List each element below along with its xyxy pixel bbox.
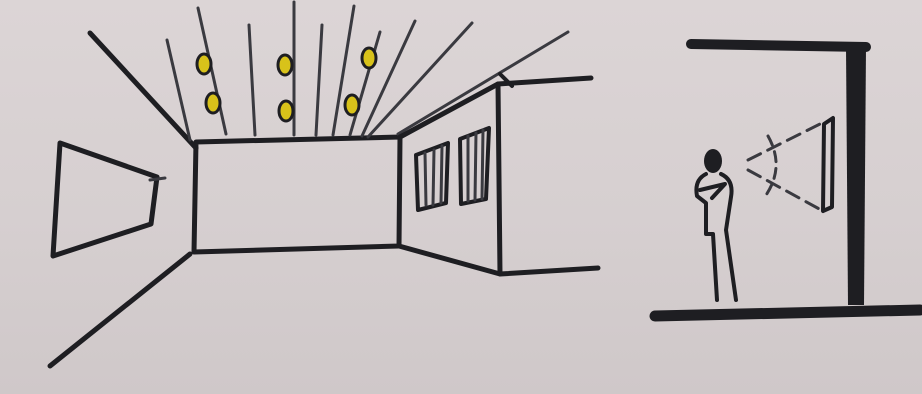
room-perspective — [50, 2, 598, 366]
sightline-bottom — [748, 170, 823, 211]
light-2 — [206, 93, 220, 113]
ceiling-lights — [197, 48, 376, 121]
person-arms — [700, 184, 725, 198]
left-wall-panel-tick — [150, 178, 165, 180]
ceiling-slab — [691, 44, 866, 47]
right-wall-top — [400, 78, 591, 137]
person-head — [704, 149, 722, 173]
left-wall-panel — [53, 143, 157, 256]
section-wall — [846, 47, 866, 305]
floor-slab — [655, 310, 920, 316]
section-view — [655, 44, 920, 316]
person-body-left — [696, 174, 717, 300]
light-1 — [197, 54, 211, 74]
back-wall — [194, 137, 400, 252]
person-figure — [696, 149, 736, 300]
window-2 — [460, 128, 489, 204]
light-4 — [279, 101, 293, 121]
floor-left-edge — [50, 254, 190, 366]
person-body-right — [721, 174, 736, 300]
wall-screen — [823, 118, 833, 211]
ceiling-rays — [167, 2, 568, 140]
light-3 — [278, 55, 292, 75]
light-6 — [345, 95, 359, 115]
sightline-top — [748, 122, 824, 160]
light-5 — [362, 48, 376, 68]
right-wall-corner — [498, 84, 500, 274]
window-1 — [416, 143, 448, 210]
